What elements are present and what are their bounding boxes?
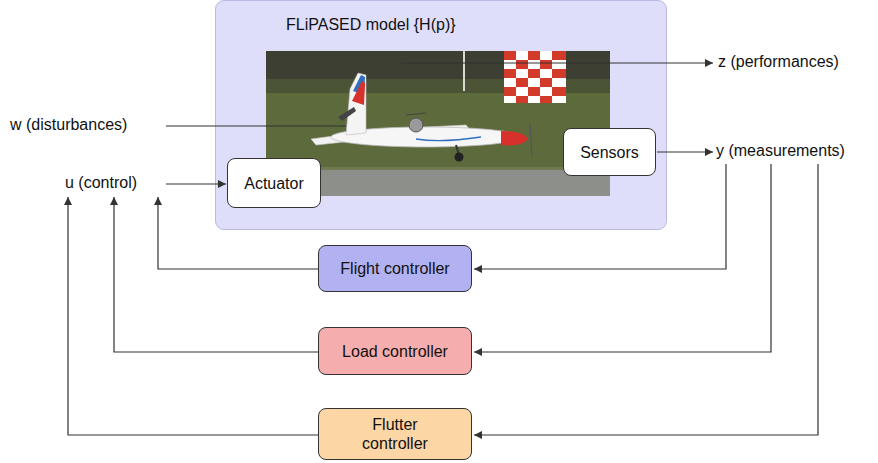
box-label: Sensors xyxy=(580,143,639,162)
box-label: Flight controller xyxy=(340,259,449,278)
controller-box: Flight controller xyxy=(318,245,472,292)
signal-label: y (measurements) xyxy=(716,142,845,160)
controller-box: Flutter controller xyxy=(318,408,472,460)
box-label: Actuator xyxy=(244,174,304,193)
box-label: Flutter controller xyxy=(349,415,441,453)
signal-label: z (performances) xyxy=(718,53,839,71)
signal-label: u (control) xyxy=(65,174,137,192)
signal-label: w (disturbances) xyxy=(10,116,127,134)
sensors-box: Sensors xyxy=(563,128,656,176)
panel-title: FLiPASED model {H(p)} xyxy=(286,15,456,34)
model-panel: FLiPASED model {H(p)} Actuator Sensors xyxy=(215,0,667,230)
box-label: Load controller xyxy=(342,342,448,361)
actuator-box: Actuator xyxy=(227,158,321,208)
controller-box: Load controller xyxy=(318,327,472,375)
